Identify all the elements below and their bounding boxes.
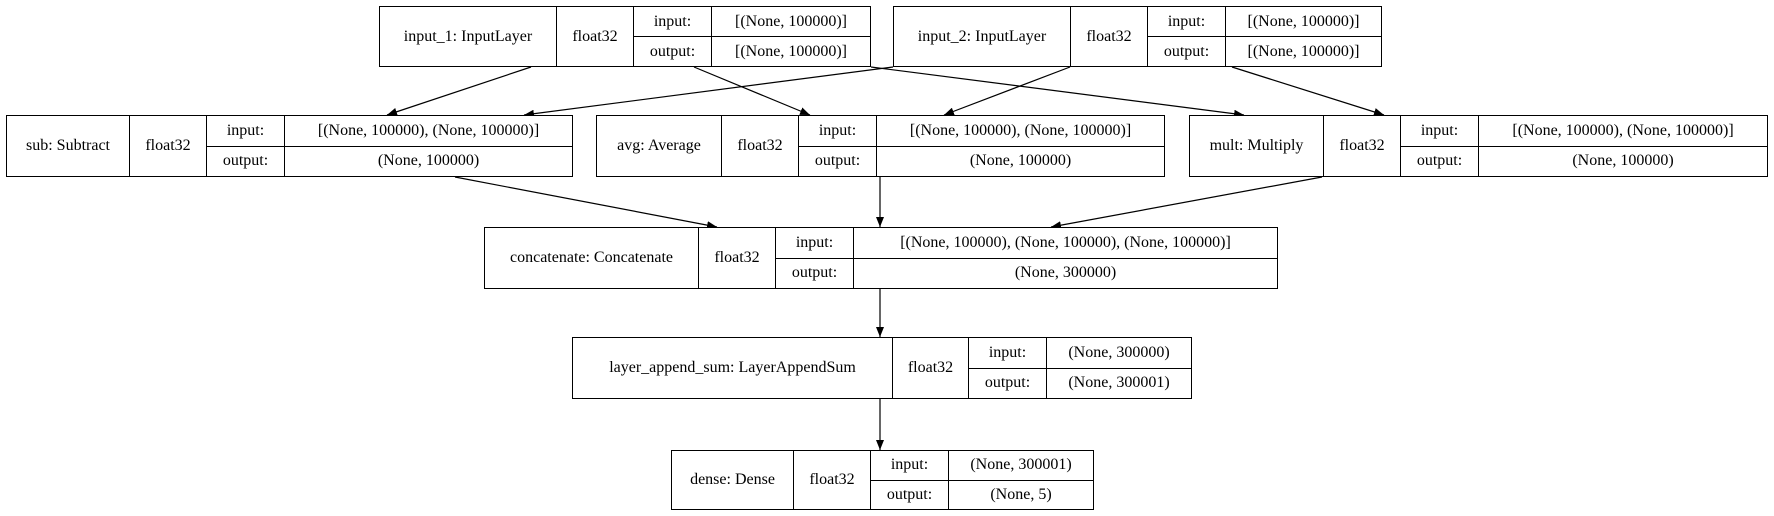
layer-name: mult: Multiply (1190, 116, 1324, 176)
output-label: output: (871, 480, 949, 509)
input-label: input: (799, 116, 877, 146)
node-concatenate: concatenate: Concatenate float32 input: [… (484, 227, 1278, 289)
node-avg: avg: Average float32 input: [(None, 10000… (596, 115, 1165, 177)
io-table: input: [(None, 100000), (None, 100000), (… (776, 228, 1277, 288)
layer-name: sub: Subtract (7, 116, 130, 176)
output-label: output: (776, 258, 854, 288)
io-table: input: [(None, 100000)] output: [(None, 10… (1148, 7, 1381, 66)
output-shape: (None, 100000) (969, 152, 1072, 170)
input-label: input: (871, 451, 949, 480)
node-input-1: input_1: InputLayer float32 input: [(None… (379, 6, 871, 67)
io-table: input: [(None, 100000)] output: [(None, 10… (634, 7, 870, 66)
output-label: output: (1401, 146, 1479, 176)
node-mult: mult: Multiply float32 input: [(None, 100… (1189, 115, 1768, 177)
edge-input-1-to-avg (693, 66, 811, 116)
edge-sub-to-concatenate (454, 176, 718, 230)
input-shape: [(None, 100000)] (735, 12, 847, 30)
input-shape: (None, 300000) (1068, 343, 1170, 361)
node-layer-append-sum: layer_append_sum: LayerAppendSum float32… (572, 337, 1192, 399)
input-label: input: (634, 7, 712, 36)
io-table: input: [(None, 100000), (None, 100000)] o… (207, 116, 572, 176)
output-shape: (None, 5) (990, 485, 1052, 503)
edge-input-2-to-sub (523, 66, 894, 118)
input-shape: (None, 300001) (970, 456, 1072, 474)
output-label: output: (1148, 37, 1226, 66)
input-shape: [(None, 100000), (None, 100000)] (1512, 121, 1734, 139)
output-label: output: (799, 146, 877, 176)
input-label: input: (1401, 116, 1479, 146)
output-shape: [(None, 100000)] (1247, 42, 1360, 60)
layer-dtype: float32 (794, 451, 871, 509)
node-input-2: input_2: InputLayer float32 input: [(None… (893, 6, 1382, 67)
output-shape: (None, 300001) (1068, 374, 1170, 392)
input-shape: [(None, 100000), (None, 100000), (None, … (900, 233, 1231, 251)
output-label: output: (207, 146, 285, 176)
layer-name: concatenate: Concatenate (485, 228, 699, 288)
layer-dtype: float32 (722, 116, 799, 176)
edge-input-1-to-mult (870, 66, 1245, 118)
layer-name: layer_append_sum: LayerAppendSum (573, 338, 893, 398)
input-shape: [(None, 100000)] (1247, 12, 1360, 30)
input-label: input: (776, 228, 854, 258)
input-shape: [(None, 100000), (None, 100000)] (317, 121, 540, 139)
layer-dtype: float32 (1071, 7, 1148, 66)
layer-name: input_2: InputLayer (894, 7, 1071, 66)
layer-name: dense: Dense (672, 451, 794, 509)
input-label: input: (1148, 7, 1226, 36)
edge-input-2-to-avg (943, 66, 1071, 116)
layer-name: avg: Average (597, 116, 722, 176)
io-table: input: (None, 300000) output: (None, 30000… (969, 338, 1191, 398)
output-shape: [(None, 100000)] (735, 42, 847, 60)
layer-dtype: float32 (557, 7, 634, 66)
io-table: input: [(None, 100000), (None, 100000)] o… (799, 116, 1164, 176)
layer-dtype: float32 (893, 338, 969, 398)
output-shape: (None, 100000) (377, 152, 480, 170)
output-shape: (None, 300000) (1014, 264, 1117, 282)
layer-name: input_1: InputLayer (380, 7, 557, 66)
output-shape: (None, 100000) (1572, 152, 1674, 170)
input-label: input: (969, 338, 1047, 368)
node-sub: sub: Subtract float32 input: [(None, 1000… (6, 115, 573, 177)
io-table: input: (None, 300001) output: (None, 5) (871, 451, 1093, 509)
edge-input-1-to-sub (386, 66, 532, 116)
io-table: input: [(None, 100000), (None, 100000)] o… (1401, 116, 1767, 176)
edge-mult-to-concatenate (1050, 176, 1323, 230)
output-label: output: (969, 368, 1047, 398)
layer-dtype: float32 (699, 228, 776, 288)
input-shape: [(None, 100000), (None, 100000)] (909, 121, 1132, 139)
edge-input-2-to-mult (1231, 66, 1385, 116)
input-label: input: (207, 116, 285, 146)
output-label: output: (634, 37, 712, 66)
layer-dtype: float32 (1324, 116, 1401, 176)
layer-dtype: float32 (130, 116, 207, 176)
node-dense: dense: Dense float32 input: (None, 300001… (671, 450, 1094, 510)
